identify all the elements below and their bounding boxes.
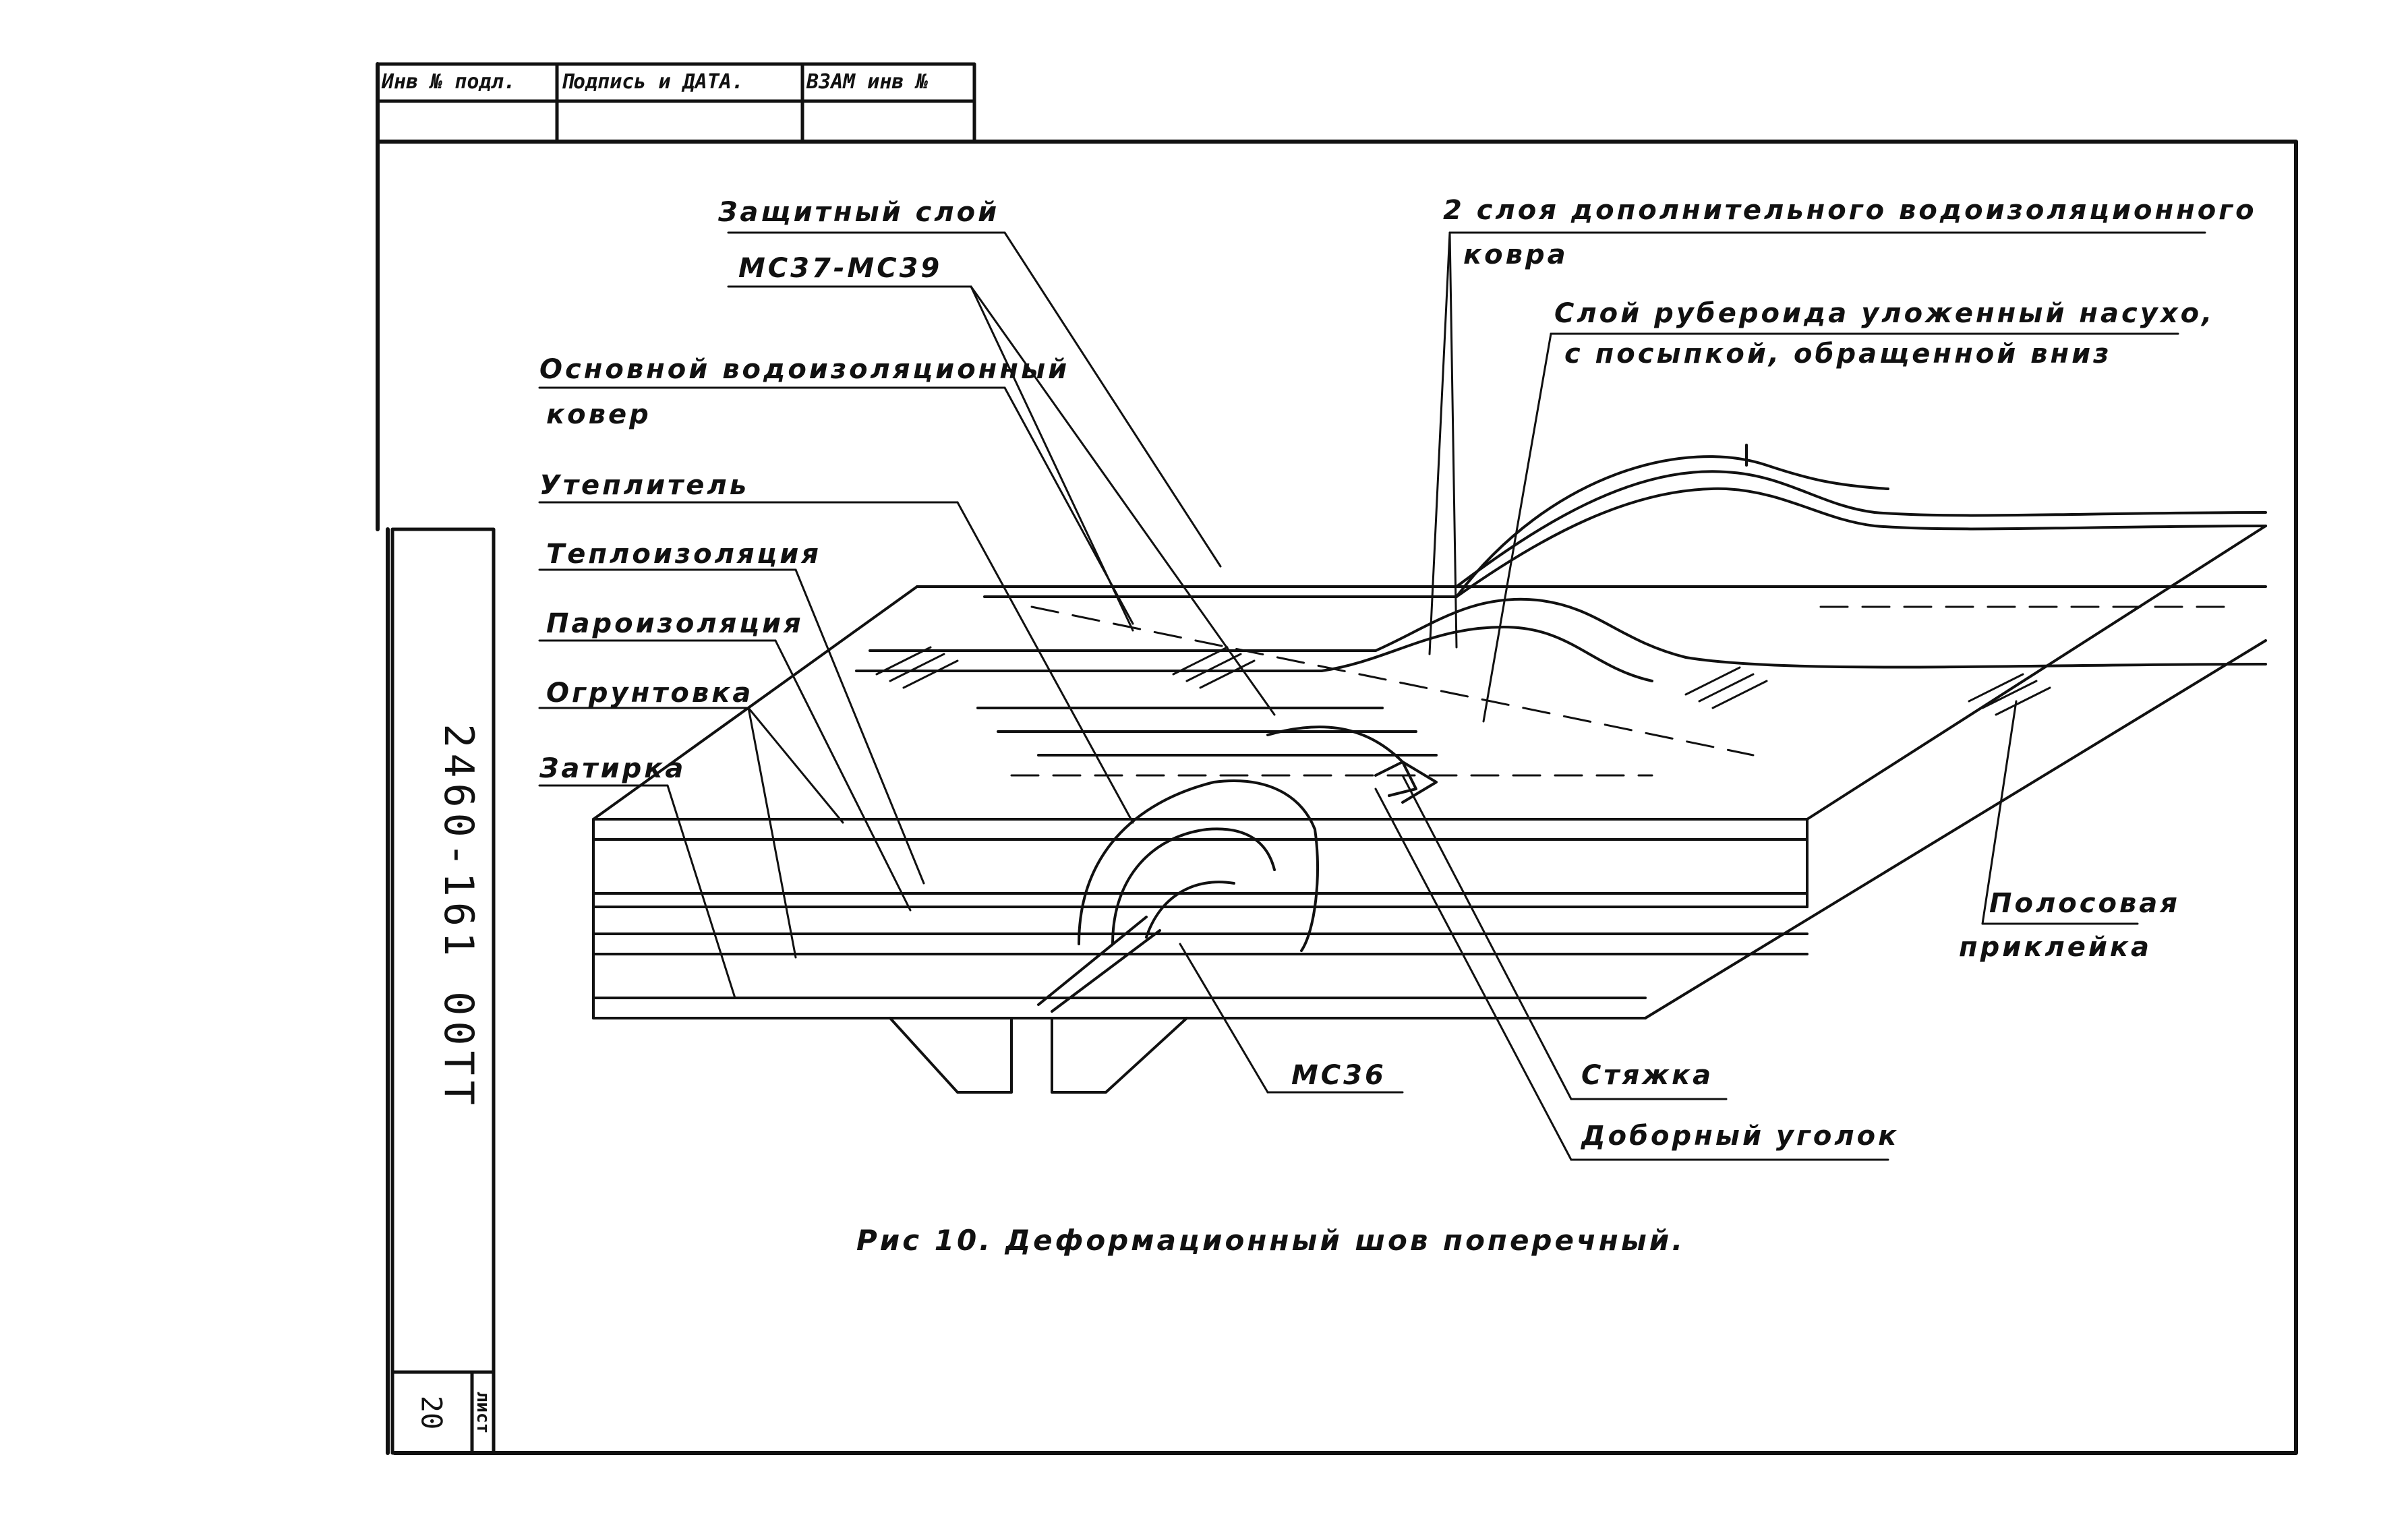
sheet-number: 20: [415, 1395, 448, 1430]
strip-gluings: [875, 646, 2051, 716]
label-vapor-barrier: Пароизоляция: [546, 608, 804, 639]
leader-lines: [538, 231, 2206, 1161]
label-main-carpet-2: ковер: [546, 399, 651, 430]
slab-layers: [592, 525, 2267, 1019]
insulant-roll: [1037, 725, 1438, 1013]
label-roofing-felt-1: Слой рубероида уложенный насухо,: [1554, 298, 2215, 329]
sheet-label: лист: [473, 1391, 493, 1434]
label-thermal-insulation: Теплоизоляция: [546, 539, 821, 570]
label-insulant: Утеплитель: [539, 470, 750, 501]
label-screed: Стяжка: [1581, 1060, 1714, 1091]
label-ms37-ms39: МС37-МС39: [738, 253, 943, 284]
label-extra-carpet-2: ковра: [1463, 239, 1568, 270]
label-strip-gluing-2: приклейка: [1959, 932, 2152, 963]
label-protective-layer: Защитный слой: [718, 197, 1000, 228]
label-priming: Огрунтовка: [546, 678, 754, 709]
dashed-lines: [1010, 605, 2227, 777]
label-extra-angle: Доборный уголок: [1581, 1121, 1900, 1152]
label-grouting: Затирка: [539, 753, 686, 784]
stamp-signature-date-label: Подпись и ДАТА.: [561, 70, 744, 94]
slab-rib: [889, 1017, 1188, 1094]
stamp-replacement-inv-label: ВЗАМ инв №: [806, 70, 929, 94]
label-ms36: МС36: [1291, 1060, 1386, 1091]
figure-caption: Рис 10. Деформационный шов поперечный.: [856, 1224, 1686, 1257]
label-extra-carpet-1: 2 слоя дополнительного водоизоляционного: [1443, 195, 2257, 226]
label-strip-gluing-1: Полосовая: [1989, 888, 2180, 919]
side-stamp-box: [390, 527, 496, 1455]
document-code: 2460-161 00ТТ: [435, 723, 482, 1110]
stamp-inv-number-label: Инв № подл.: [382, 70, 516, 94]
label-main-carpet-1: Основной водоизоляционный: [539, 354, 1070, 385]
top-stamp-box: [376, 62, 976, 144]
label-roofing-felt-2: с посыпкой, обращенной вниз: [1564, 338, 2112, 369]
